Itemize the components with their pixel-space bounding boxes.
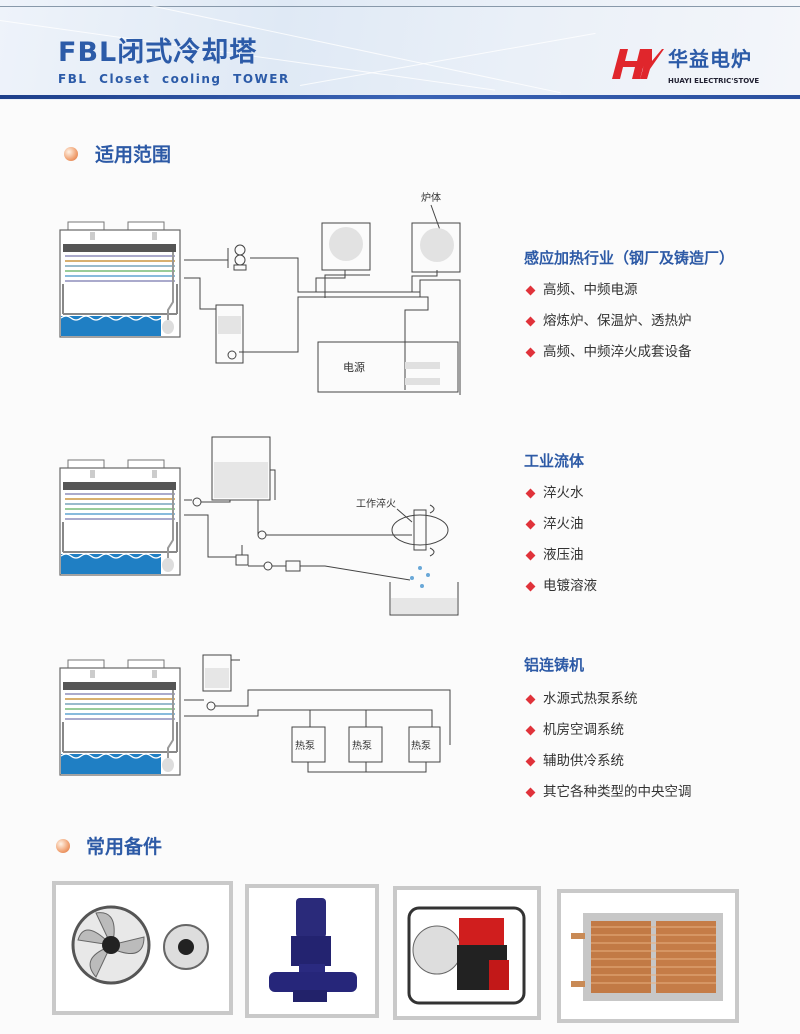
list-item-text: 机房空调系统 <box>543 722 624 738</box>
section-bullet-icon <box>56 839 70 853</box>
photo-axial-fan <box>52 881 233 1015</box>
diamond-bullet-icon <box>525 787 536 797</box>
fan-image <box>71 905 209 985</box>
engine-pump-image <box>407 906 526 1005</box>
list-item: 电镀溶液 <box>524 577 597 595</box>
heat-pump-label: 热泵 <box>352 739 372 752</box>
brand-name: 华益电炉 <box>668 47 752 71</box>
diamond-bullet-icon <box>525 725 536 735</box>
list-item: 辅助供冷系统 <box>524 752 624 770</box>
list-item-text: 水源式热泵系统 <box>543 691 638 707</box>
quench-work-label: 工作淬火 <box>356 497 396 510</box>
diamond-bullet-icon <box>525 316 536 326</box>
list-item-text: 淬火油 <box>543 516 584 532</box>
list-item: 淬火水 <box>524 484 584 502</box>
page-title: FBL闭式冷却塔 <box>58 37 258 68</box>
list-item-text: 辅助供冷系统 <box>543 753 624 769</box>
list-item-text: 高频、中频电源 <box>543 282 638 298</box>
diamond-bullet-icon <box>525 519 536 529</box>
power-supply-label: 电源 <box>343 360 365 374</box>
photo-pipeline-pump <box>245 884 379 1018</box>
list-item: 液压油 <box>524 546 584 564</box>
list-item-text: 淬火水 <box>543 485 584 501</box>
list-heading-casting: 铝连铸机 <box>524 656 585 674</box>
pump-image <box>269 898 357 1002</box>
list-item: 熔炼炉、保温炉、透热炉 <box>524 312 692 330</box>
heat-pump-label: 热泵 <box>295 739 315 752</box>
diamond-bullet-icon <box>525 347 536 357</box>
diamond-bullet-icon <box>525 285 536 295</box>
diamond-bullet-icon <box>525 756 536 766</box>
section-bullet-icon <box>64 147 78 161</box>
list-item: 高频、中频淬火成套设备 <box>524 343 692 361</box>
photo-heat-exchanger <box>557 889 739 1023</box>
list-item-text: 电镀溶液 <box>543 578 597 594</box>
section-heading-parts: 常用备件 <box>86 836 163 858</box>
photo-engine-pump <box>393 886 541 1020</box>
list-item-text: 高频、中频淬火成套设备 <box>543 344 692 360</box>
list-heading-induction: 感应加热行业（钢厂及铸造厂） <box>524 249 735 267</box>
section-heading-application: 适用范围 <box>95 144 172 166</box>
diamond-bullet-icon <box>525 581 536 591</box>
brand-name-en: HUAYI ELECTRIC'STOVE <box>668 77 760 85</box>
diamond-bullet-icon <box>525 550 536 560</box>
diagram-aluminum-casting: 热泵 热泵 热泵 <box>59 654 451 776</box>
list-item-text: 其它各种类型的中央空调 <box>543 784 692 800</box>
list-item: 机房空调系统 <box>524 721 624 739</box>
hy-logo-icon <box>612 49 664 79</box>
list-item: 高频、中频电源 <box>524 281 638 299</box>
header-bottom-rule <box>0 95 800 99</box>
list-item: 其它各种类型的中央空调 <box>524 783 692 801</box>
page-header: FBL闭式冷却塔 FBL Closet cooling TOWER 华益电炉 H… <box>0 0 800 100</box>
diamond-bullet-icon <box>525 488 536 498</box>
list-item: 水源式热泵系统 <box>524 690 638 708</box>
list-heading-fluid: 工业流体 <box>524 452 585 470</box>
furnace-label: 炉体 <box>421 192 441 204</box>
heat-pump-label: 热泵 <box>411 739 431 752</box>
list-item: 淬火油 <box>524 515 584 533</box>
diamond-bullet-icon <box>525 694 536 704</box>
list-item-text: 熔炼炉、保温炉、透热炉 <box>543 313 692 329</box>
application-diagrams: 炉体 电源 工作淬火 <box>59 192 461 776</box>
page-subtitle: FBL Closet cooling TOWER <box>58 72 290 86</box>
list-item-text: 液压油 <box>543 547 584 563</box>
heat-exchanger-image <box>571 913 723 1001</box>
header-top-rule <box>0 6 800 7</box>
diagram-industrial-fluid: 工作淬火 <box>59 436 459 616</box>
diagram-induction-heating: 炉体 电源 <box>59 192 461 395</box>
